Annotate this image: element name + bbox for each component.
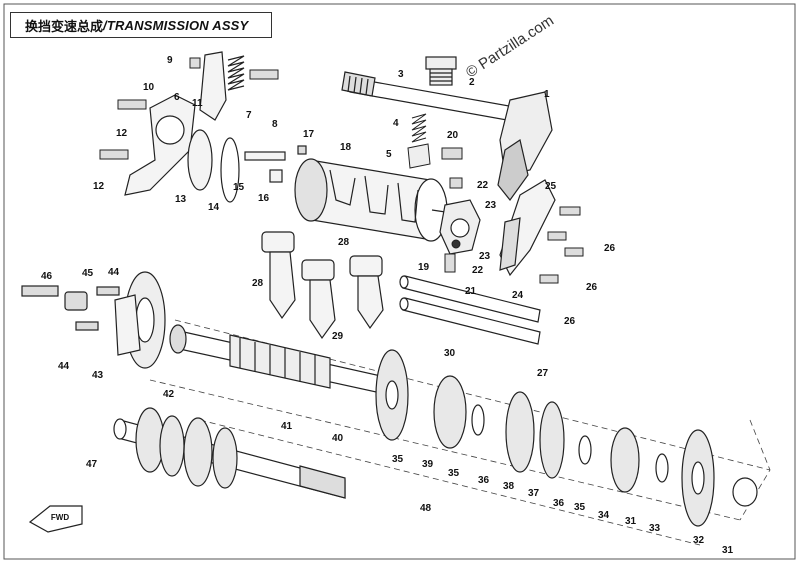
bolts-parts	[99, 57, 279, 160]
callout-label: 48	[420, 503, 432, 514]
callout-label: 1	[544, 89, 550, 100]
callout-label: 12	[93, 181, 105, 192]
callout-label: 37	[528, 488, 540, 499]
diagram-border	[3, 3, 796, 560]
callout-label: 34	[598, 510, 610, 521]
callout-label: 22	[477, 180, 489, 191]
callout-label: 39	[422, 459, 434, 470]
callout-label: 17	[303, 129, 315, 140]
drain-plug-part	[425, 56, 457, 86]
callout-label: 11	[192, 98, 203, 109]
callout-label: 46	[41, 271, 53, 282]
callout-label: 35	[392, 454, 404, 465]
callout-label: 5	[386, 149, 392, 160]
sprocket-part	[21, 271, 166, 369]
shift-forks-parts	[261, 231, 384, 340]
callout-label: 25	[545, 181, 557, 192]
title-box: 换挡变速总成 /TRANSMISSION ASSY	[10, 12, 272, 38]
callout-label: 26	[586, 282, 598, 293]
watermark-text: © Partzilla.com	[463, 12, 557, 81]
callout-label: 19	[418, 262, 430, 273]
callout-label: 43	[92, 370, 104, 381]
shift-spring-part	[407, 113, 431, 169]
callout-label: 26	[604, 243, 616, 254]
callout-label: 40	[332, 433, 344, 444]
callout-label: 35	[574, 502, 586, 513]
callout-label: 36	[478, 475, 490, 486]
callout-label: 7	[246, 110, 252, 121]
fwd-arrow-icon: FWD	[28, 505, 83, 533]
callout-label: 44	[108, 267, 120, 278]
callout-label: 35	[448, 468, 460, 479]
callout-label: 38	[503, 481, 515, 492]
callout-label: 23	[485, 200, 497, 211]
callout-label: 23	[479, 251, 491, 262]
callout-label: 47	[86, 459, 98, 470]
shift-cam-part	[439, 199, 481, 255]
callout-label: 26	[564, 316, 576, 327]
callout-label: 14	[208, 202, 220, 213]
callout-label: 13	[175, 194, 187, 205]
callout-label: 44	[58, 361, 70, 372]
callout-label: 33	[649, 523, 661, 534]
callout-label: 12	[116, 128, 128, 139]
callout-label: 8	[272, 119, 278, 130]
main-gears-part	[375, 349, 758, 527]
callout-label: 45	[82, 268, 94, 279]
callout-label: 28	[338, 237, 350, 248]
callout-label: 6	[174, 92, 180, 103]
callout-label: 4	[393, 118, 399, 129]
callout-label: 30	[444, 348, 456, 359]
callout-label: 41	[281, 421, 293, 432]
title-chinese: 换挡变速总成	[25, 19, 104, 35]
screws-26-parts	[539, 206, 584, 284]
callout-label: 27	[537, 368, 549, 379]
counter-gears-part	[135, 407, 238, 489]
callout-label: 9	[167, 55, 173, 66]
callout-label: 10	[143, 82, 155, 93]
callout-label: 18	[340, 142, 352, 153]
callout-label: 24	[512, 290, 524, 301]
callout-label: 32	[693, 535, 705, 546]
callout-label: 36	[553, 498, 565, 509]
shift-drum-part	[294, 158, 453, 242]
callout-label: 31	[625, 516, 637, 527]
callout-label: 3	[398, 69, 404, 80]
callout-label: 31	[722, 545, 734, 556]
callout-labels: 1 2 3 4 5 6 7 8 9 10 11 12 12 13 14 15 1…	[41, 55, 734, 556]
small-pins-parts	[441, 147, 463, 273]
callout-label: 29	[332, 331, 344, 342]
callout-label: 28	[252, 278, 264, 289]
shift-shaft-part	[341, 71, 553, 201]
stopper-arm-part	[499, 179, 556, 277]
callout-label: 42	[163, 389, 175, 400]
callout-label: 20	[447, 130, 459, 141]
fwd-label: FWD	[51, 513, 69, 522]
callout-label: 2	[469, 77, 475, 88]
callout-label: 16	[258, 193, 270, 204]
fork-shafts-parts	[399, 275, 541, 345]
callout-label: 15	[233, 182, 245, 193]
shift-linkage-parts	[124, 51, 307, 203]
callout-label: 21	[465, 286, 477, 297]
callout-label: 22	[472, 265, 484, 276]
main-shaft-part	[169, 324, 391, 396]
title-english: /TRANSMISSION ASSY	[103, 17, 249, 33]
